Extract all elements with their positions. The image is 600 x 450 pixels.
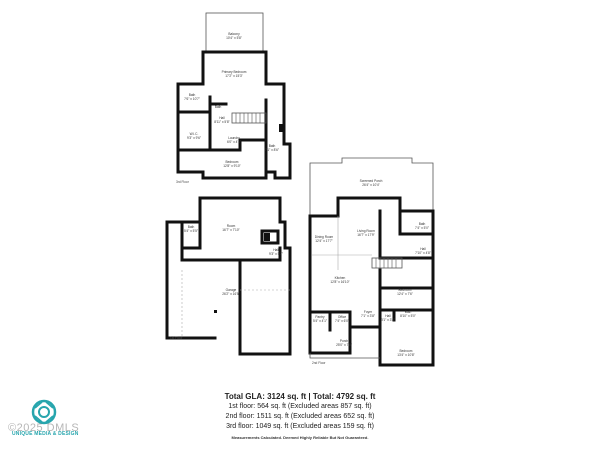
bedroom-label: Bedroom [399, 288, 412, 292]
porch-dims: 25'0" x 7'8" [336, 343, 352, 347]
garage-label: Garage [226, 288, 237, 292]
bath-label: Bath [189, 93, 196, 97]
bath-dims: 7'1" x 8'6" [265, 148, 279, 152]
hall-dims: 9'3" x 5'7" [269, 252, 283, 256]
first-floor-inner-wall [180, 246, 282, 262]
bedroom-label: Bedroom [226, 160, 239, 164]
bedroom-dims: 12'8" x 9'10" [223, 164, 240, 168]
hall-label: Hall [273, 248, 279, 252]
first-floor-area: 1st floor: 564 sq. ft (Excluded areas 85… [228, 403, 372, 410]
third-floor-fixture [279, 124, 284, 132]
kitchen-dims: 12'8" x 16'10" [330, 280, 349, 284]
bath-label: Bath [215, 105, 222, 109]
third-floor-area: 3rd floor: 1049 sq. ft (Excluded areas 1… [226, 423, 374, 430]
second-floor-label: 2nd Floor [312, 361, 326, 365]
area-summary: Total GLA: 3124 sq. ft | Total: 4792 sq.… [224, 392, 376, 401]
hall-label: Hall [385, 314, 391, 318]
third-floor-inner-wall [176, 138, 268, 152]
bath-label: Bath [188, 225, 195, 229]
second-floor-inner-wall [308, 310, 352, 329]
balcony-label: Balcony [228, 32, 240, 36]
hall-label: Hall [219, 116, 225, 120]
hall-dims: 8'11" x 5'8" [214, 120, 229, 124]
foyer-label: Foyer [364, 310, 373, 314]
balcony-dims: 10'4" x 5'8" [226, 36, 242, 40]
bath-dims: 8'10" x 5'0" [400, 314, 416, 318]
screened-porch-label: Screened Porch [360, 179, 383, 183]
bath-label: Bath [419, 222, 426, 226]
living-room-label: Living Room [357, 229, 375, 233]
bedroom-dims: 12'4" x 7'6" [397, 292, 413, 296]
measurement-disclaimer: Measurements Calculated. Deemed Highly R… [231, 435, 369, 440]
wic-dims: 9'3" x 9'6" [187, 136, 201, 140]
dining-room-label: Dining Room [315, 235, 334, 239]
first-floor-fixture [264, 233, 270, 241]
office-dims: 7'4" x 6'0" [335, 319, 349, 323]
camera-aperture-icon [31, 399, 57, 425]
first-floor-inner-wall [180, 220, 202, 250]
hall-dims: 3'1" x 3'8" [381, 318, 395, 322]
laundry-label: Laundry [228, 136, 240, 140]
screened-porch-outline [309, 157, 434, 216]
second-floor-plan: Screened Porch 26'4" x 10'4" Living Room… [308, 157, 435, 367]
bedroom-label: Bedroom [400, 349, 413, 353]
room-label: Room [227, 224, 236, 228]
porch-label: Porch [340, 339, 349, 343]
foyer-dims: 7'1" x 3'8" [361, 314, 375, 318]
bath-dims: 5'4" x 5'5" [184, 229, 198, 233]
first-floor-walls [165, 196, 292, 356]
first-floor-label: 1st Floor [170, 336, 183, 340]
dining-room-dims: 12'4" x 17'7" [315, 239, 332, 243]
first-floor-plan: Room 16'7" x 7'10" Bath 5'4" x 5'5" Hall… [165, 196, 292, 356]
copyright-watermark: ©2025 DMLS [8, 422, 80, 434]
third-floor-plan: Balcony 10'4" x 5'8" Primary Bedroom 17'… [176, 12, 292, 184]
third-floor-stairs [231, 112, 267, 124]
bath-label: Bath [269, 144, 276, 148]
second-floor-inner-wall [398, 209, 435, 236]
first-floor-walls [165, 220, 217, 340]
pantry-dims: 5'4" x 4'1" [313, 319, 327, 323]
room-dims: 16'7" x 7'10" [222, 228, 239, 232]
porch-outline [309, 353, 380, 359]
garage-post [214, 310, 217, 313]
logo-brand-name: UNIQUE MEDIA & DESIGN [12, 431, 79, 437]
first-floor-stair-box [260, 229, 280, 245]
second-floor-area: 2nd floor: 1511 sq. ft (Excluded areas 6… [225, 413, 375, 420]
bath-dims: 7'6" x 10'7" [184, 97, 200, 101]
garage-dims: 26'2" x 16'5" [222, 292, 239, 296]
primary-bedroom-label: Primary Bedroom [222, 70, 247, 74]
screened-porch-dims: 26'4" x 10'4" [362, 183, 379, 187]
bedroom-dims: 13'4" x 10'8" [397, 353, 414, 357]
hall-label: Hall [420, 247, 426, 251]
laundry-dims: 6'0" x 4'1" [227, 140, 241, 144]
wic-label: W.I.C. [190, 132, 199, 136]
kitchen-label: Kitchen [335, 276, 346, 280]
bath-label: Bath [405, 310, 412, 314]
third-floor-label: 3rd Floor [176, 180, 190, 184]
second-floor-walls [308, 196, 435, 367]
pantry-label: Pantry [315, 315, 325, 319]
hall-dims: 7'10" x 4'8" [415, 251, 431, 255]
bath-dims: 7'4" x 5'0" [415, 226, 429, 230]
living-room-dims: 16'7" x 17'9" [357, 233, 374, 237]
office-label: Office [338, 315, 346, 319]
third-floor-walls [176, 50, 292, 180]
second-floor-stairs [371, 257, 403, 269]
primary-bedroom-dims: 17'2" x 15'3" [225, 74, 242, 78]
